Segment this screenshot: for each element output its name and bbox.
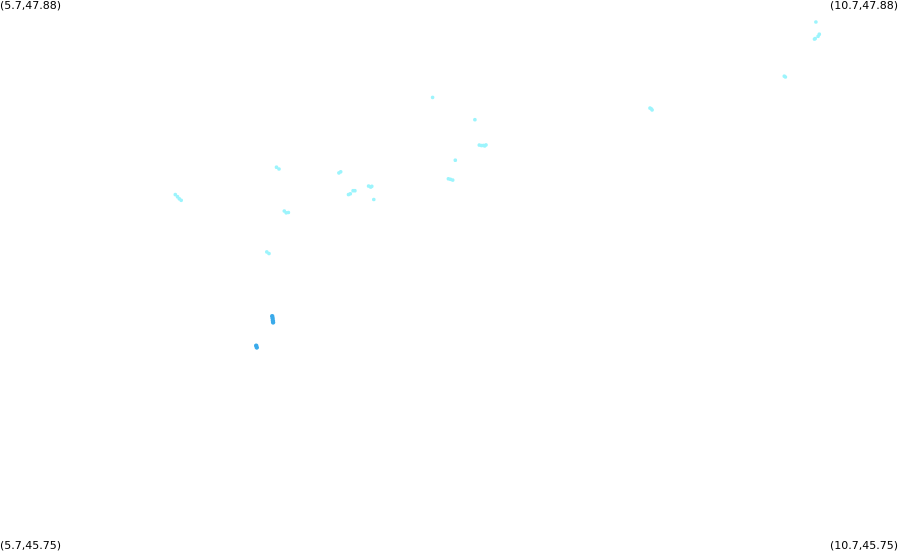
map-point bbox=[814, 20, 818, 24]
map-point bbox=[473, 117, 477, 122]
map-point bbox=[179, 198, 183, 203]
map-point bbox=[450, 178, 455, 182]
map-point bbox=[430, 95, 435, 100]
corner-label-bottom-left: (5.7,45.75) bbox=[0, 539, 62, 552]
map-point bbox=[274, 165, 279, 169]
map-point bbox=[816, 34, 820, 39]
corner-label-top-right: (10.7,47.88) bbox=[829, 0, 898, 12]
map-point bbox=[370, 184, 374, 189]
map-point bbox=[482, 144, 487, 148]
map-point bbox=[270, 320, 276, 325]
map-point bbox=[812, 37, 817, 41]
map-point bbox=[348, 192, 353, 196]
corner-label-bottom-right: (10.7,45.75) bbox=[829, 539, 898, 552]
map-point bbox=[783, 75, 788, 79]
map-point bbox=[254, 345, 259, 350]
map-point bbox=[650, 108, 654, 112]
map-point bbox=[372, 197, 376, 202]
map-point bbox=[286, 210, 291, 215]
map-point bbox=[338, 170, 343, 174]
map-point bbox=[353, 188, 357, 193]
corner-label-top-left: (5.7,47.88) bbox=[0, 0, 62, 12]
map-point bbox=[277, 167, 281, 171]
map-point bbox=[453, 158, 458, 162]
map-point bbox=[267, 251, 271, 256]
